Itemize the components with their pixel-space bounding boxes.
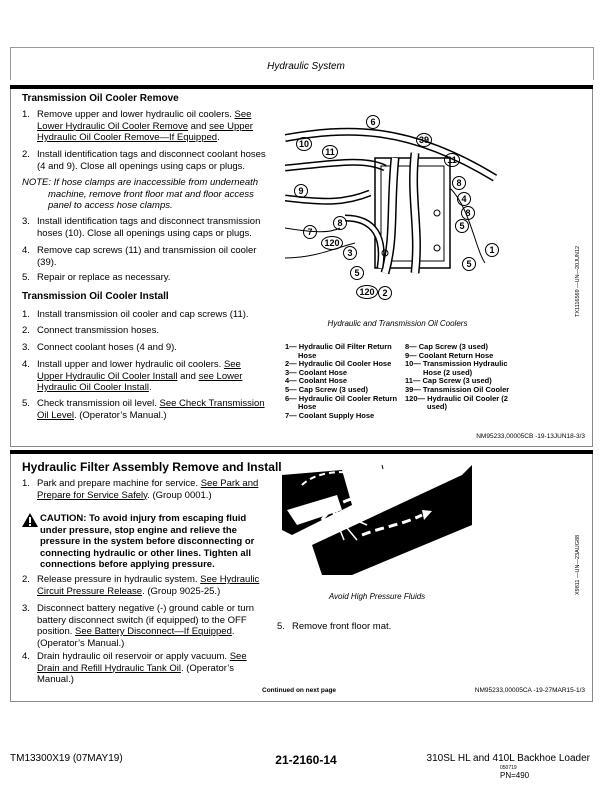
install-step-5: 5. Check transmission oil level. See Che… [22,398,265,421]
filter-heading: Hydraulic Filter Assembly Remove and Ins… [22,460,282,474]
callout: 8 [333,216,347,230]
remove-step-3: 3. Install identification tags and disco… [22,216,261,239]
figure-caption: Hydraulic and Transmission Oil Coolers [327,319,468,328]
link-check-trans-oil[interactable]: See Check Transmission [159,398,265,409]
footer-page-number: 21-2160-14 [275,753,337,767]
callout: 120 [356,285,378,299]
callout: 8 [461,206,475,220]
link-drain-refill[interactable]: See [229,651,247,662]
footer-small-code: 050719 [500,765,517,771]
link-upper-cooler-remove-2[interactable]: Hydraulic Oil Cooler Remove—If Equipped [37,132,218,143]
link-lower-cooler-install-2[interactable]: Hydraulic Oil Cooler Install [37,382,149,393]
install-step-3: 3.Connect coolant hoses (4 and 9). [22,342,177,353]
callout: 10 [296,137,312,151]
remove-heading: Transmission Oil Cooler Remove [22,93,179,104]
page-header-title: Hydraulic System [267,61,345,72]
legend-left: 1— Hydraulic Oil Filter Return Hose 2— H… [285,342,398,420]
hose-clamp-note: NOTE: If hose clamps are inaccessible fr… [22,177,259,211]
callout: 5 [455,219,469,233]
continued-label: Continued on next page [262,687,337,694]
high-pressure-fluid-illustration [282,465,472,575]
link-battery-disconnect[interactable]: See Battery Disconnect—If Equipped [75,626,232,637]
link-upper-cooler-remove[interactable]: see Upper [209,120,253,132]
install-step-4: 4. Install upper and lower hydraulic oil… [22,359,243,393]
callout: 1 [485,243,499,257]
remove-step-4: 4. Remove cap screws (11) and transmissi… [22,245,257,268]
link-upper-cooler-install-2[interactable]: Upper Hydraulic Oil Cooler Install [37,370,178,382]
header-frame [10,47,594,80]
callout: 5 [350,266,364,280]
link-upper-cooler-install[interactable]: See [223,359,241,370]
filter-step-3: 3. Disconnect battery negative (-) groun… [22,603,255,649]
figure-callouts: 6 39 10 11 11 9 8 4 8 7 8 5 120 1 3 5 5 … [285,108,510,308]
callout: 4 [457,192,471,206]
callout: 7 [303,225,317,239]
install-heading: Transmission Oil Cooler Install [22,291,169,302]
filter-step-4: 4. Drain hydraulic oil reservoir or appl… [22,651,247,685]
remove-step-1: 1. Remove upper and lower hydraulic oil … [22,109,253,143]
caution-text: CAUTION: To avoid injury from escaping f… [40,513,255,570]
figure-id: TX1116569 —UN—20JUN12 [575,245,581,317]
callout: 8 [452,176,466,190]
callout: 2 [378,286,392,300]
link-pressure-release-2[interactable]: Circuit Pressure Release [37,585,143,597]
footer-tm-number: TM13300X19 (07MAY19) [10,753,123,764]
section1-ref: NM95233,00005CB -19-13JUN18-3/3 [476,433,585,440]
footer-model: 310SL HL and 410L Backhoe Loader [426,753,590,764]
callout: 120 [321,236,343,250]
legend-right: 8— Cap Screw (3 used) 9— Coolant Return … [405,342,510,412]
link-park-prepare-2[interactable]: Prepare for Service Safely [37,489,148,501]
callout: 6 [366,115,380,129]
install-step-1: 1.Install transmission oil cooler and ca… [22,309,249,320]
section-rule [10,85,593,89]
section-rule [10,450,593,454]
install-step-2: 2.Connect transmission hoses. [22,325,159,336]
remove-step-5: 5. Repair or replace as necessary. [22,272,171,283]
filter-step-5: 5.Remove front floor mat. [277,621,392,632]
callout: 39 [416,133,432,147]
callout: 5 [462,257,476,271]
figure-id-2: X9811 —UN—23AUG88 [575,534,581,595]
link-drain-refill-2[interactable]: Drain and Refill Hydraulic Tank Oil [37,662,181,674]
filter-step-2: 2. Release pressure in hydraulic system.… [22,574,260,597]
remove-step-2: 2. Install identification tags and disco… [22,149,266,172]
callout: 11 [444,153,460,167]
link-lower-cooler-install[interactable]: see Lower [198,370,243,382]
figure-caption-2: Avoid High Pressure Fluids [328,592,426,601]
link-lower-cooler-remove[interactable]: See [234,109,252,120]
link-lower-cooler-remove-2[interactable]: Lower Hydraulic Oil Cooler Remove [37,120,188,132]
oil-cooler-illustration [285,127,498,275]
filter-step-1: 1. Park and prepare machine for service.… [22,478,259,501]
section2-ref: NM95233,00005CA -19-27MAR15-1/3 [474,687,585,694]
link-park-prepare[interactable]: See Park and [200,478,259,489]
link-pressure-release[interactable]: See Hydraulic [200,574,260,585]
callout: 11 [322,145,338,159]
warning-icon [22,513,38,527]
footer-pn: PN=490 [500,771,530,780]
callout: 9 [294,184,308,198]
link-check-trans-oil-2[interactable]: Oil Level [37,409,74,421]
callout: 3 [343,246,357,260]
